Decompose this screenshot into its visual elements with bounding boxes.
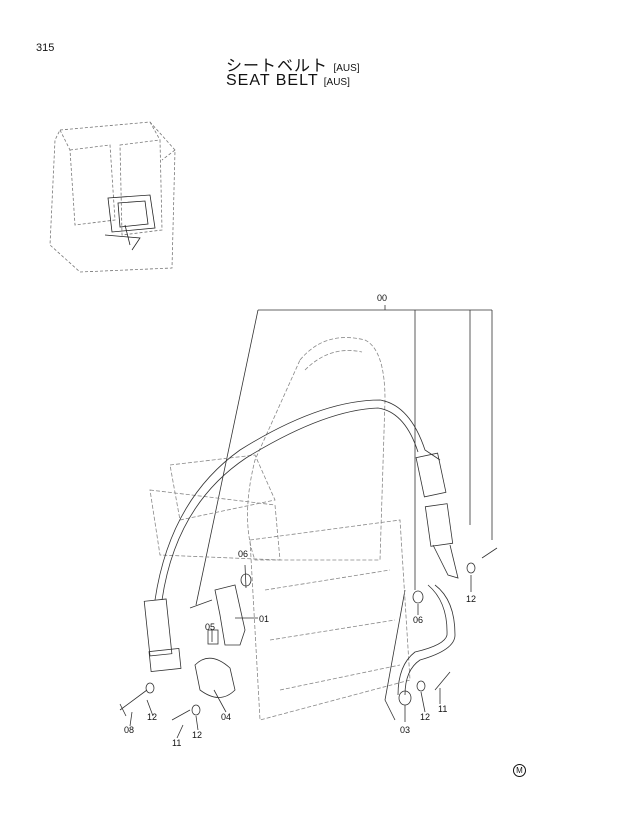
bolt-11a <box>171 709 191 721</box>
part-label-01: 01 <box>259 614 269 624</box>
part-label-12-center: 12 <box>192 730 202 740</box>
part-label-05: 05 <box>205 622 215 632</box>
belt-retractor <box>143 598 173 657</box>
lower-strap <box>397 584 456 696</box>
bolt-11b <box>434 671 451 691</box>
part-label-06-right: 06 <box>413 615 423 625</box>
bolt-08 <box>119 689 148 717</box>
part-label-00: 00 <box>377 293 387 303</box>
part-label-04: 04 <box>221 712 231 722</box>
manufacturer-stamp: M <box>513 764 526 777</box>
title-english: SEAT BELT [AUS] <box>226 72 350 89</box>
page-number: 315 <box>36 42 55 54</box>
part-label-12-lower-right: 12 <box>420 712 430 722</box>
bracket-01 <box>214 584 246 646</box>
part-label-12-left: 12 <box>147 712 157 722</box>
belt-buckle-lower <box>424 503 454 547</box>
part-label-11-right: 11 <box>438 704 447 714</box>
title-japanese: シートベルト [AUS] <box>226 58 360 75</box>
bracket-04 <box>194 657 236 698</box>
cab-thumbnail <box>49 121 176 273</box>
seat-thumbnail <box>104 194 156 251</box>
part-label-06-left: 06 <box>238 549 248 559</box>
belt-strap <box>154 399 441 601</box>
part-label-03: 03 <box>400 725 410 735</box>
part-label-12-upper-right: 12 <box>466 594 476 604</box>
belt-buckle-upper <box>415 452 447 498</box>
leader-00 <box>195 305 493 606</box>
bolt-right <box>481 547 498 559</box>
part-label-08: 08 <box>124 725 134 735</box>
spacer-05 <box>207 629 219 645</box>
part-label-11-left: 11 <box>172 738 181 748</box>
seat-outline <box>149 337 411 721</box>
